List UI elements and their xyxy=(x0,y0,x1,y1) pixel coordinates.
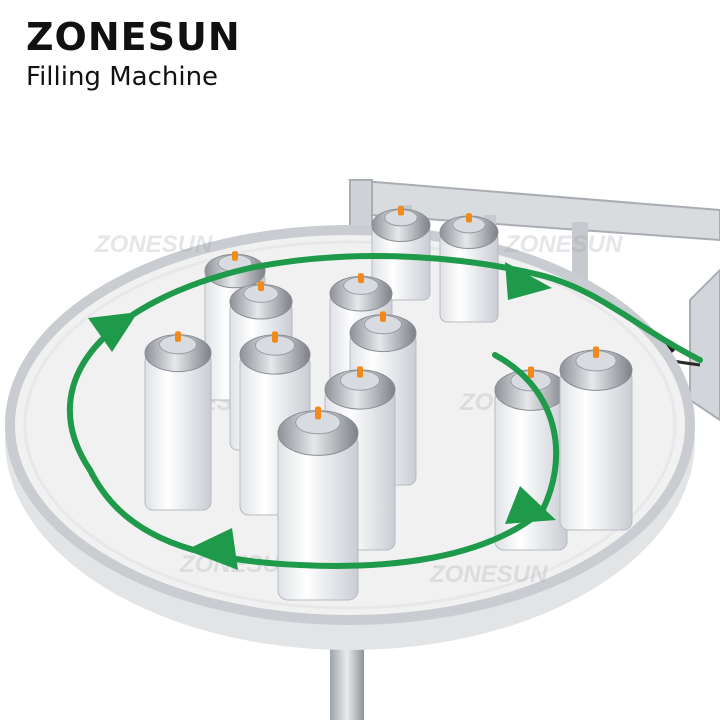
watermark: ZONESUN xyxy=(94,231,213,258)
arrow-head-icon xyxy=(88,312,138,352)
nozzle-icon xyxy=(357,366,363,378)
nozzle-icon xyxy=(232,251,238,261)
arrow-head-icon xyxy=(505,262,552,300)
nozzle-icon xyxy=(398,206,404,216)
nozzle-icon xyxy=(258,281,264,292)
aerosol-can xyxy=(439,213,499,323)
arrow-heads xyxy=(88,262,556,570)
nozzle-icon xyxy=(528,366,534,378)
nozzle-icon xyxy=(272,331,278,343)
nozzle-icon xyxy=(315,406,321,420)
arrow-head-icon xyxy=(505,486,556,524)
aerosol-can xyxy=(371,206,431,301)
brand-block: ZONESUN Filling Machine xyxy=(26,18,241,90)
watermark: ZONESUN xyxy=(429,561,548,588)
watermark: ZONESUN xyxy=(504,231,623,258)
nozzle-icon xyxy=(358,273,364,284)
nozzle-icon xyxy=(593,346,599,358)
outer-arrow-path xyxy=(67,253,703,473)
arrow-head-icon xyxy=(186,528,238,570)
aerosol-can xyxy=(559,346,633,531)
brand-subtitle: Filling Machine xyxy=(26,62,219,92)
nozzle-icon xyxy=(175,331,181,342)
inner-arrow-path xyxy=(492,352,560,518)
nozzle-icon xyxy=(466,213,472,223)
lower-arrow-path xyxy=(87,467,533,569)
stand-pole xyxy=(330,640,364,720)
aerosol-can xyxy=(144,331,212,511)
brand-name: ZONESUN xyxy=(26,15,241,59)
nozzle-icon xyxy=(380,311,386,322)
aerosol-can xyxy=(277,406,359,601)
rotation-arrows xyxy=(67,253,703,569)
